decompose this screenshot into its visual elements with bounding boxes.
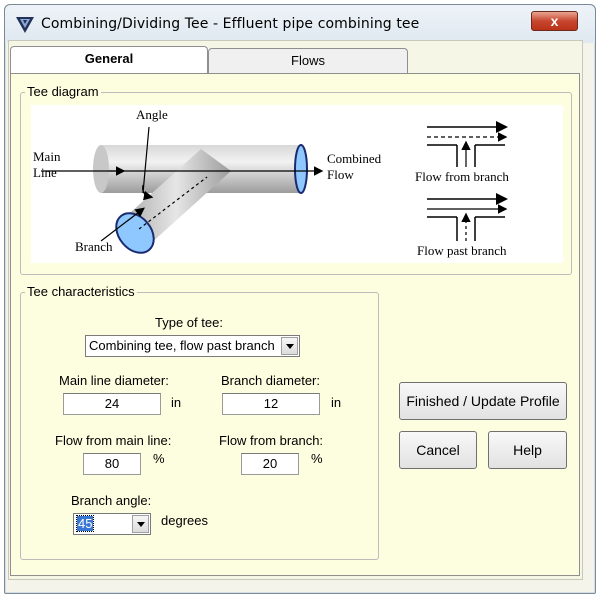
main-line-label: Main: [33, 149, 61, 164]
app-logo-icon: [16, 17, 34, 33]
flow-from-main-line-label: Flow from main line:: [55, 433, 172, 448]
cancel-button[interactable]: Cancel: [399, 431, 477, 469]
window-title: Combining/Dividing Tee - Effluent pipe c…: [41, 16, 420, 32]
main-line-diameter-unit: in: [171, 395, 182, 410]
flow-from-branch-label: Flow from branch: [415, 169, 509, 184]
combined-flow-label: Combined: [327, 151, 382, 166]
tee-characteristics-legend: Tee characteristics: [25, 284, 137, 299]
branch-diameter-unit: in: [331, 395, 342, 410]
flow-from-main-line-input[interactable]: 80: [83, 453, 141, 475]
flow-from-branch-icon: [427, 121, 508, 167]
chevron-down-icon[interactable]: [281, 337, 298, 355]
flow-from-branch-field-label: Flow from branch:: [219, 433, 324, 448]
main-line-diameter-input[interactable]: 24: [63, 393, 161, 415]
help-button[interactable]: Help: [488, 431, 567, 469]
branch-angle-label: Branch angle:: [71, 493, 152, 508]
type-of-tee-label: Type of tee:: [155, 315, 223, 330]
main-line-label-2: Line: [33, 165, 57, 180]
tab-flows[interactable]: Flows: [208, 48, 408, 74]
flow-past-branch-label: Flow past branch: [417, 243, 507, 258]
finished-update-profile-button[interactable]: Finished / Update Profile: [399, 382, 567, 420]
flow-from-main-line-unit: %: [153, 451, 165, 466]
flow-from-branch-unit: %: [311, 451, 323, 466]
type-of-tee-select[interactable]: Combining tee, flow past branch: [85, 335, 300, 357]
tee-diagram-legend: Tee diagram: [25, 84, 101, 99]
combined-flow-label-2: Flow: [327, 167, 354, 182]
flow-from-branch-input[interactable]: 20: [241, 453, 299, 475]
branch-diameter-label: Branch diameter:: [221, 373, 320, 388]
main-line-diameter-label: Main line diameter:: [59, 373, 169, 388]
close-button[interactable]: x: [531, 11, 578, 31]
chevron-down-icon[interactable]: [132, 515, 149, 533]
tee-diagram-drawing: [41, 121, 508, 254]
type-of-tee-value: Combining tee, flow past branch: [89, 338, 275, 353]
branch-angle-value: 45: [75, 515, 95, 532]
flow-past-branch-icon: [427, 193, 508, 241]
branch-label: Branch: [75, 239, 113, 254]
branch-angle-unit: degrees: [161, 513, 208, 528]
tab-general[interactable]: General: [10, 46, 208, 75]
general-tab-page: Tee diagram: [10, 73, 580, 576]
tee-diagram-group: Tee diagram: [20, 84, 572, 275]
tee-characteristics-group: Tee characteristics Type of tee: Combini…: [20, 284, 379, 560]
branch-diameter-input[interactable]: 12: [222, 393, 320, 415]
title-bar[interactable]: Combining/Dividing Tee - Effluent pipe c…: [5, 5, 595, 43]
angle-label: Angle: [136, 107, 168, 122]
branch-angle-select[interactable]: 45: [73, 513, 151, 535]
tee-diagram: Angle Main Line Combined Flow Branch Flo…: [31, 105, 563, 263]
